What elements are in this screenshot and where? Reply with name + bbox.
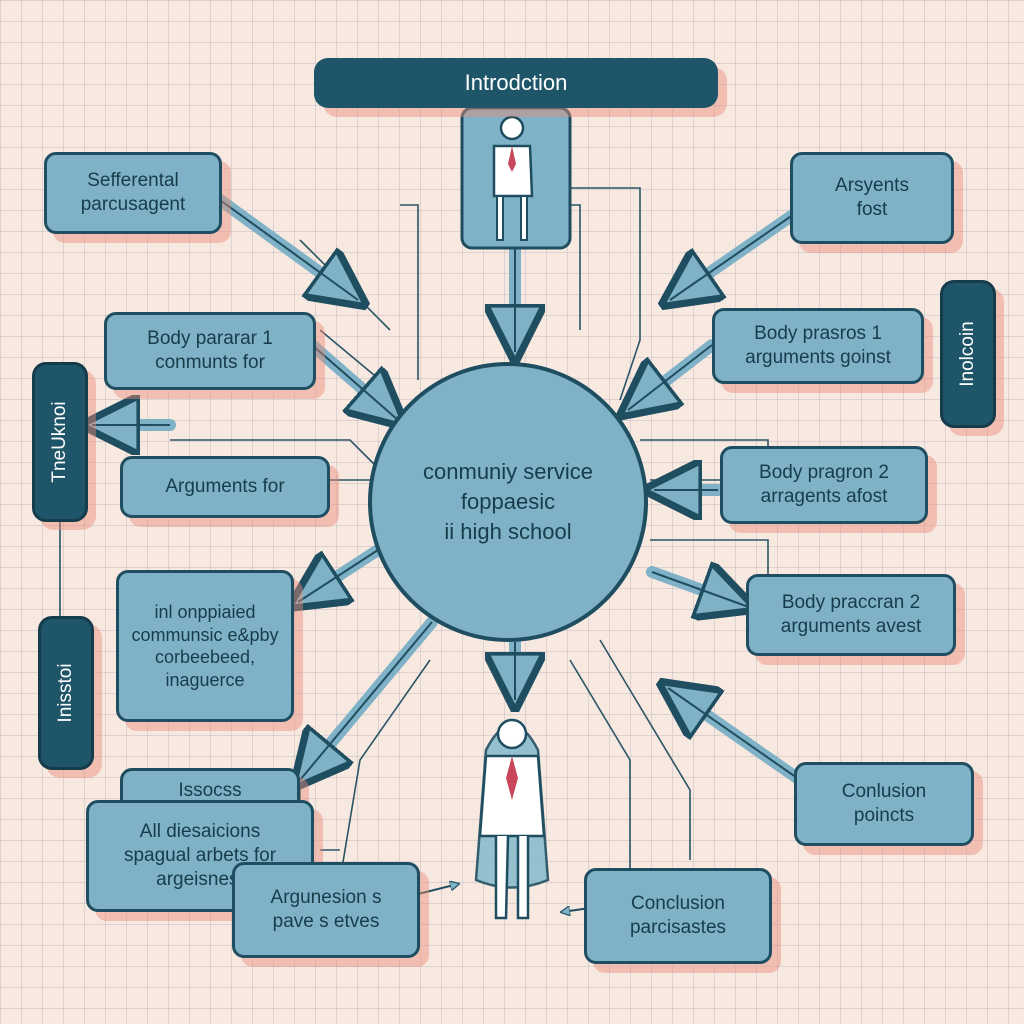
node-top-right: Arsyents fost: [790, 152, 954, 244]
side-tab-right-label: Inolcoin: [957, 321, 978, 387]
node-mid-left-line-2: communsic e&pby: [131, 624, 279, 645]
node-body-1-for-line-2: conmunts for: [155, 352, 265, 373]
node-body-1-against: Body prasros 1 arguments goinst: [712, 308, 924, 384]
side-tab-left-top-label: TneUknoi: [49, 401, 70, 483]
node-mid-left-line-4: inaguerce: [165, 669, 245, 690]
node-arguments-for: Arguments for: [120, 456, 330, 518]
node-body-1-for-line-1: Body pararar 1: [147, 328, 273, 350]
center-line-2: foppaesic: [460, 489, 556, 515]
node-bottom-mid-line-2: pave s etves: [272, 911, 380, 932]
node-conclusion-points: Conlusion poincts: [794, 762, 974, 846]
center-line-3: ii high school: [444, 518, 572, 544]
node-bottom-conclusion-line-1: Conclusion: [631, 893, 725, 915]
node-bottom-left-line-2: spagual arbets for: [123, 845, 277, 867]
node-bottom-conclusion-line-2: parcisastes: [629, 917, 727, 938]
node-body-2-vest-line-2: arguments avest: [780, 616, 922, 637]
node-body-2-against-line-2: arragents afost: [760, 486, 888, 507]
thick-arrows: [92, 194, 806, 912]
side-tab-left-bottom: Inisstoi: [38, 616, 94, 770]
node-top-right-line-2: fost: [856, 199, 888, 220]
central-topic-circle: conmuniy service foppaesic ii high schoo…: [368, 362, 648, 642]
node-conclusion-points-line-1: Conlusion: [841, 781, 927, 803]
side-tab-left-bottom-label: Inisstoi: [55, 663, 76, 723]
node-issues-line-1: Issocss: [178, 780, 242, 801]
node-body-2-vest-line-1: Body praccran 2: [781, 592, 921, 614]
node-top-left-line-1: Sefferental: [87, 170, 179, 192]
title-pill: Introdction: [314, 58, 718, 108]
node-top-left-line-2: parcusagent: [80, 194, 186, 215]
node-mid-left: inl onppiaied communsic e&pby corbeebeed…: [116, 570, 294, 722]
node-arguments-for-line-1: Arguments for: [165, 476, 285, 498]
side-tab-left-top: TneUknoi: [32, 362, 88, 522]
person-top-icon: [460, 106, 572, 250]
node-top-left: Sefferental parcusagent: [44, 152, 222, 234]
node-bottom-conclusion: Conclusion parcisastes: [584, 868, 772, 964]
node-bottom-mid: Argunesion s pave s etves: [232, 862, 420, 958]
node-body-2-against-line-1: Body pragron 2: [759, 462, 889, 484]
node-bottom-left-line-3: argeisnes:: [156, 868, 244, 890]
node-bottom-mid-line-1: Argunesion s: [270, 887, 382, 909]
node-bottom-left-line-1: All diesaicions: [139, 821, 261, 843]
node-body-1-against-line-1: Body prasros 1: [754, 323, 882, 345]
person-bottom-icon: [474, 718, 550, 920]
side-tab-right: Inolcoin: [940, 280, 996, 428]
node-mid-left-line-1: inl onppiaied: [154, 602, 256, 622]
node-body-1-against-line-2: arguments goinst: [745, 347, 891, 368]
node-mid-left-line-3: corbeebeed,: [154, 647, 256, 667]
node-top-right-line-1: Arsyents: [835, 175, 909, 197]
center-line-1: conmuniy service: [423, 459, 593, 485]
node-body-2-against: Body pragron 2 arragents afost: [720, 446, 928, 524]
node-conclusion-points-line-2: poincts: [853, 805, 915, 826]
title-text: Introdction: [464, 70, 568, 95]
node-body-1-for: Body pararar 1 conmunts for: [104, 312, 316, 390]
node-body-2-vest: Body praccran 2 arguments avest: [746, 574, 956, 656]
